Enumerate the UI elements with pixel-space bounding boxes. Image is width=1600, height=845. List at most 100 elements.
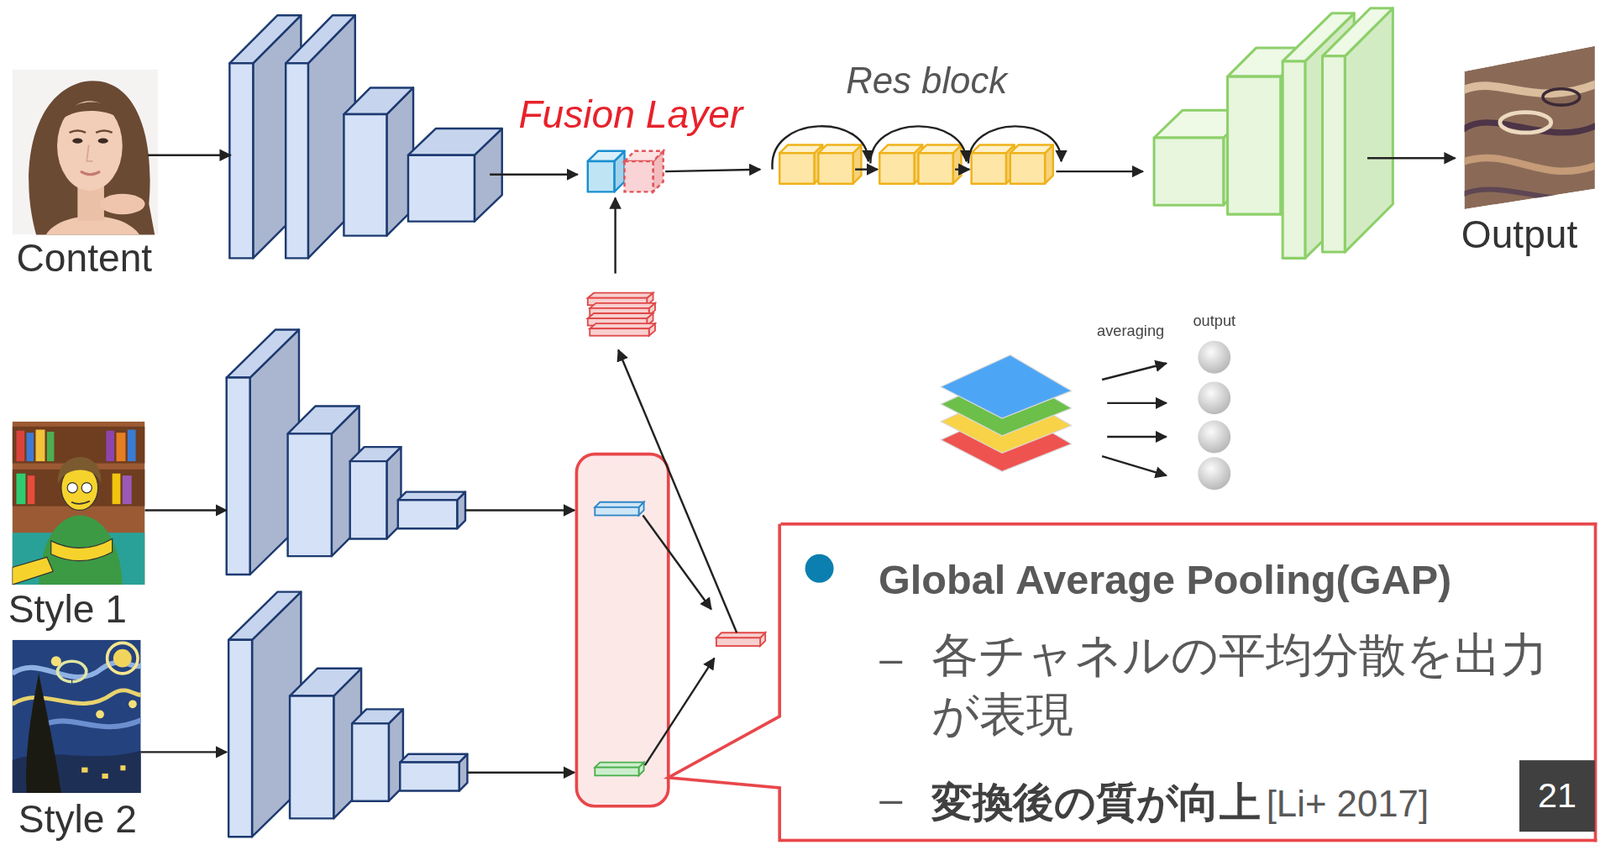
- res-cube: [779, 152, 814, 184]
- output-image: [1458, 81, 1600, 94]
- style-image-cartoon: [51, 538, 113, 561]
- conv-layer: [226, 377, 251, 575]
- flow-arrow: [145, 508, 227, 511]
- style-image-cartoon: [105, 430, 115, 462]
- output-image: [1458, 189, 1600, 200]
- fusion-cube: [587, 161, 615, 192]
- block-label: Res block: [845, 62, 1008, 100]
- res-cube: [1010, 145, 1054, 154]
- averaging-arrow: [1101, 363, 1167, 477]
- callout-point: 各チャネルの平均分散を出力が表現: [931, 626, 1569, 745]
- conv-layer: [343, 114, 387, 237]
- output-image: [1458, 157, 1600, 172]
- flow-arrow: [1055, 170, 1143, 173]
- image-caption: Style 2: [18, 800, 137, 840]
- res-cube: [918, 152, 953, 184]
- conv-layer: [398, 492, 466, 501]
- conv-layer: [289, 668, 362, 697]
- averaging-arrow: [1101, 456, 1167, 476]
- page-number: 21: [1537, 776, 1577, 815]
- conv-layer: [228, 640, 252, 837]
- flow-arrow: [954, 167, 970, 170]
- conv-layer: [351, 723, 389, 801]
- fusion-cube: [587, 151, 625, 193]
- image-caption: Content: [15, 238, 153, 278]
- flow-arrow: [1367, 157, 1455, 159]
- style-image-cartoon: [15, 430, 25, 462]
- feature-map-stack: [940, 355, 1072, 419]
- conv-layer: [399, 762, 459, 792]
- res-cube: [918, 145, 961, 184]
- conv-layer: [343, 87, 414, 115]
- style-image-painting: [26, 673, 62, 793]
- style-image-painting: [128, 699, 137, 709]
- flow-arrow: [147, 153, 231, 156]
- deconv-layer: [1322, 8, 1394, 252]
- style-vector: [594, 767, 639, 777]
- style-image-cartoon: [12, 421, 146, 585]
- layer-label: Fusion Layer: [518, 94, 743, 134]
- style-image-cartoon: [81, 482, 92, 494]
- output-unit: [1197, 456, 1231, 490]
- conv-layer: [285, 15, 356, 63]
- res-cube: [971, 145, 1015, 154]
- content-photo: [80, 171, 100, 175]
- style-image-cartoon: [26, 432, 35, 462]
- flow-arrow: [613, 198, 616, 274]
- style-image-cartoon: [112, 473, 121, 504]
- style-image-cartoon: [38, 515, 123, 586]
- callout-pointer: [668, 524, 780, 842]
- gap-group-frame: [576, 454, 668, 807]
- callout-box: Global Average Pooling(GAP)各チャネルの平均分散を出力…: [780, 522, 1597, 842]
- res-cube: [818, 152, 853, 184]
- averaging-arrow: [1101, 363, 1167, 380]
- content-photo: [12, 69, 159, 236]
- deconv-layer: [1154, 137, 1224, 205]
- conv-layer: [229, 62, 253, 258]
- flow-arrow: [665, 169, 761, 172]
- list-dash: –: [879, 778, 903, 820]
- flow-arrow: [968, 125, 1062, 163]
- style-vector: [594, 507, 639, 516]
- style-image-painting: [81, 767, 88, 773]
- conv-layer: [343, 87, 414, 236]
- content-photo: [58, 102, 122, 123]
- style-image-painting: [12, 690, 142, 704]
- res-cube: [1010, 145, 1054, 184]
- output-unit: [1197, 420, 1231, 454]
- style-image-cartoon: [12, 421, 146, 585]
- style-image-painting: [120, 765, 126, 771]
- style-image-cartoon: [127, 429, 137, 462]
- flow-arrow: [618, 350, 737, 634]
- res-cube: [1010, 152, 1045, 184]
- averaging-arrow: [1106, 435, 1166, 438]
- flow-arrow: [645, 658, 715, 766]
- style-image-painting: [51, 655, 62, 667]
- conv-layer: [285, 62, 309, 258]
- step-label: averaging: [1096, 322, 1165, 338]
- res-cube: [918, 145, 961, 154]
- page-number-box: 21: [1519, 760, 1595, 832]
- content-photo: [28, 80, 155, 235]
- conv-layer: [288, 406, 360, 557]
- style-image-cartoon: [47, 431, 55, 462]
- conv-layer: [226, 329, 300, 378]
- averaging-arrow: [1106, 402, 1166, 404]
- conv-layer: [350, 461, 388, 539]
- style-image-cartoon: [27, 475, 36, 504]
- tiled-style-vector: [589, 328, 649, 336]
- output-image: [1500, 112, 1552, 133]
- deconv-layer: [1322, 56, 1346, 252]
- flow-arrow: [466, 771, 575, 773]
- output-image: [1458, 46, 1600, 210]
- callout-point-strong: 変換後の質が向上: [931, 777, 1260, 827]
- style-image-cartoon: [67, 482, 78, 494]
- content-photo: [69, 131, 86, 133]
- style-vector: [594, 502, 644, 516]
- conv-layer: [398, 499, 457, 529]
- fusion-cube: [624, 151, 664, 162]
- conv-layer: [228, 592, 301, 640]
- content-photo: [86, 145, 93, 162]
- mixed-style-vector: [716, 637, 761, 646]
- style-image-painting: [113, 649, 132, 668]
